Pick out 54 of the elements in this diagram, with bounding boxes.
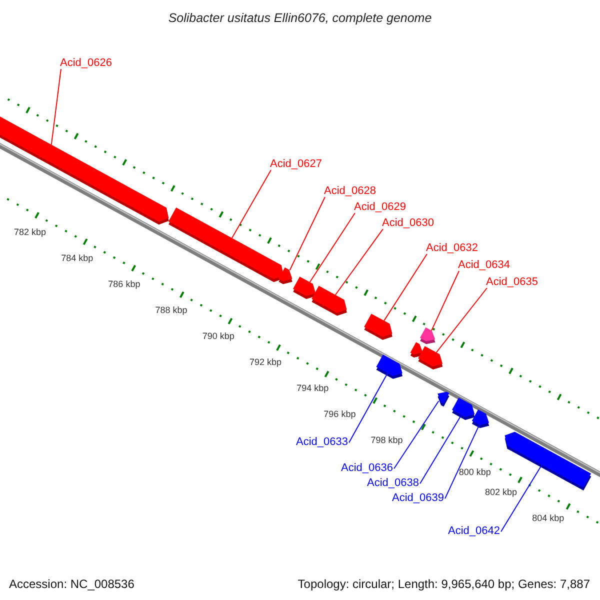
gene-label: Acid_0638 (367, 477, 419, 489)
gene-bar (312, 286, 347, 316)
gene-bar (168, 208, 284, 282)
leader-line (231, 170, 272, 239)
gene-bar (420, 327, 436, 344)
scale-label: 802 kbp (484, 487, 518, 497)
genome-info-text: Topology: circular; Length: 9,965,640 bp; Genes: 7,887 (298, 576, 590, 593)
leader-line (348, 372, 388, 444)
scale-label: 804 kbp (532, 513, 564, 523)
gene-label: Acid_0627 (270, 158, 322, 170)
leader-line (50, 68, 62, 146)
gene-label: Acid_0628 (324, 185, 376, 197)
leader-line (444, 424, 480, 500)
gene-label: Acid_0626 (60, 57, 112, 69)
gene-bar (472, 409, 490, 428)
gene-bar (438, 392, 450, 407)
gene-bar (410, 342, 423, 358)
gene-bar (278, 267, 292, 284)
accession-text: Accession: NC_008536 (9, 576, 134, 593)
gene-label: Acid_0632 (426, 242, 478, 254)
gene-label: Acid_0636 (341, 462, 393, 474)
scale-label: 788 kbp (155, 305, 188, 315)
leader-line (431, 270, 460, 332)
leader-line (394, 400, 440, 470)
leader-line (289, 196, 326, 271)
gene-label: Acid_0630 (382, 217, 434, 229)
gene-bar (364, 314, 392, 340)
gene-bar (452, 398, 475, 420)
scale-label: 794 kbp (296, 383, 329, 393)
scale-label: 796 kbp (324, 409, 356, 419)
leader-line (334, 228, 384, 296)
gene-label: Acid_0629 (354, 201, 406, 213)
leader-line (309, 212, 356, 283)
scale-label: 798 kbp (370, 435, 403, 445)
scale-label: 790 kbp (202, 331, 234, 341)
scale-label: 800 kbp (458, 467, 491, 477)
gene-bar (293, 276, 316, 299)
gene-label: Acid_0639 (392, 492, 444, 504)
gene-label: Acid_0633 (296, 436, 348, 448)
scale-label: 782 kbp (14, 227, 46, 237)
gene-bar (418, 346, 443, 370)
scale-label: 792 kbp (249, 357, 282, 367)
diagram-title: Solibacter usitatus Ellin6076, complete genome (167, 10, 433, 27)
scale-label: 784 kbp (61, 253, 94, 263)
leader-line (436, 288, 488, 353)
gene-bar (0, 114, 169, 225)
gene-label: Acid_0634 (458, 259, 510, 271)
gene-bar (376, 354, 403, 379)
scale-label: 786 kbp (108, 279, 140, 289)
gene-bar (504, 432, 592, 490)
leader-line (420, 414, 462, 484)
gene-label: Acid_0635 (486, 276, 538, 288)
leader-line (500, 464, 542, 532)
gene-label: Acid_0642 (448, 525, 500, 537)
